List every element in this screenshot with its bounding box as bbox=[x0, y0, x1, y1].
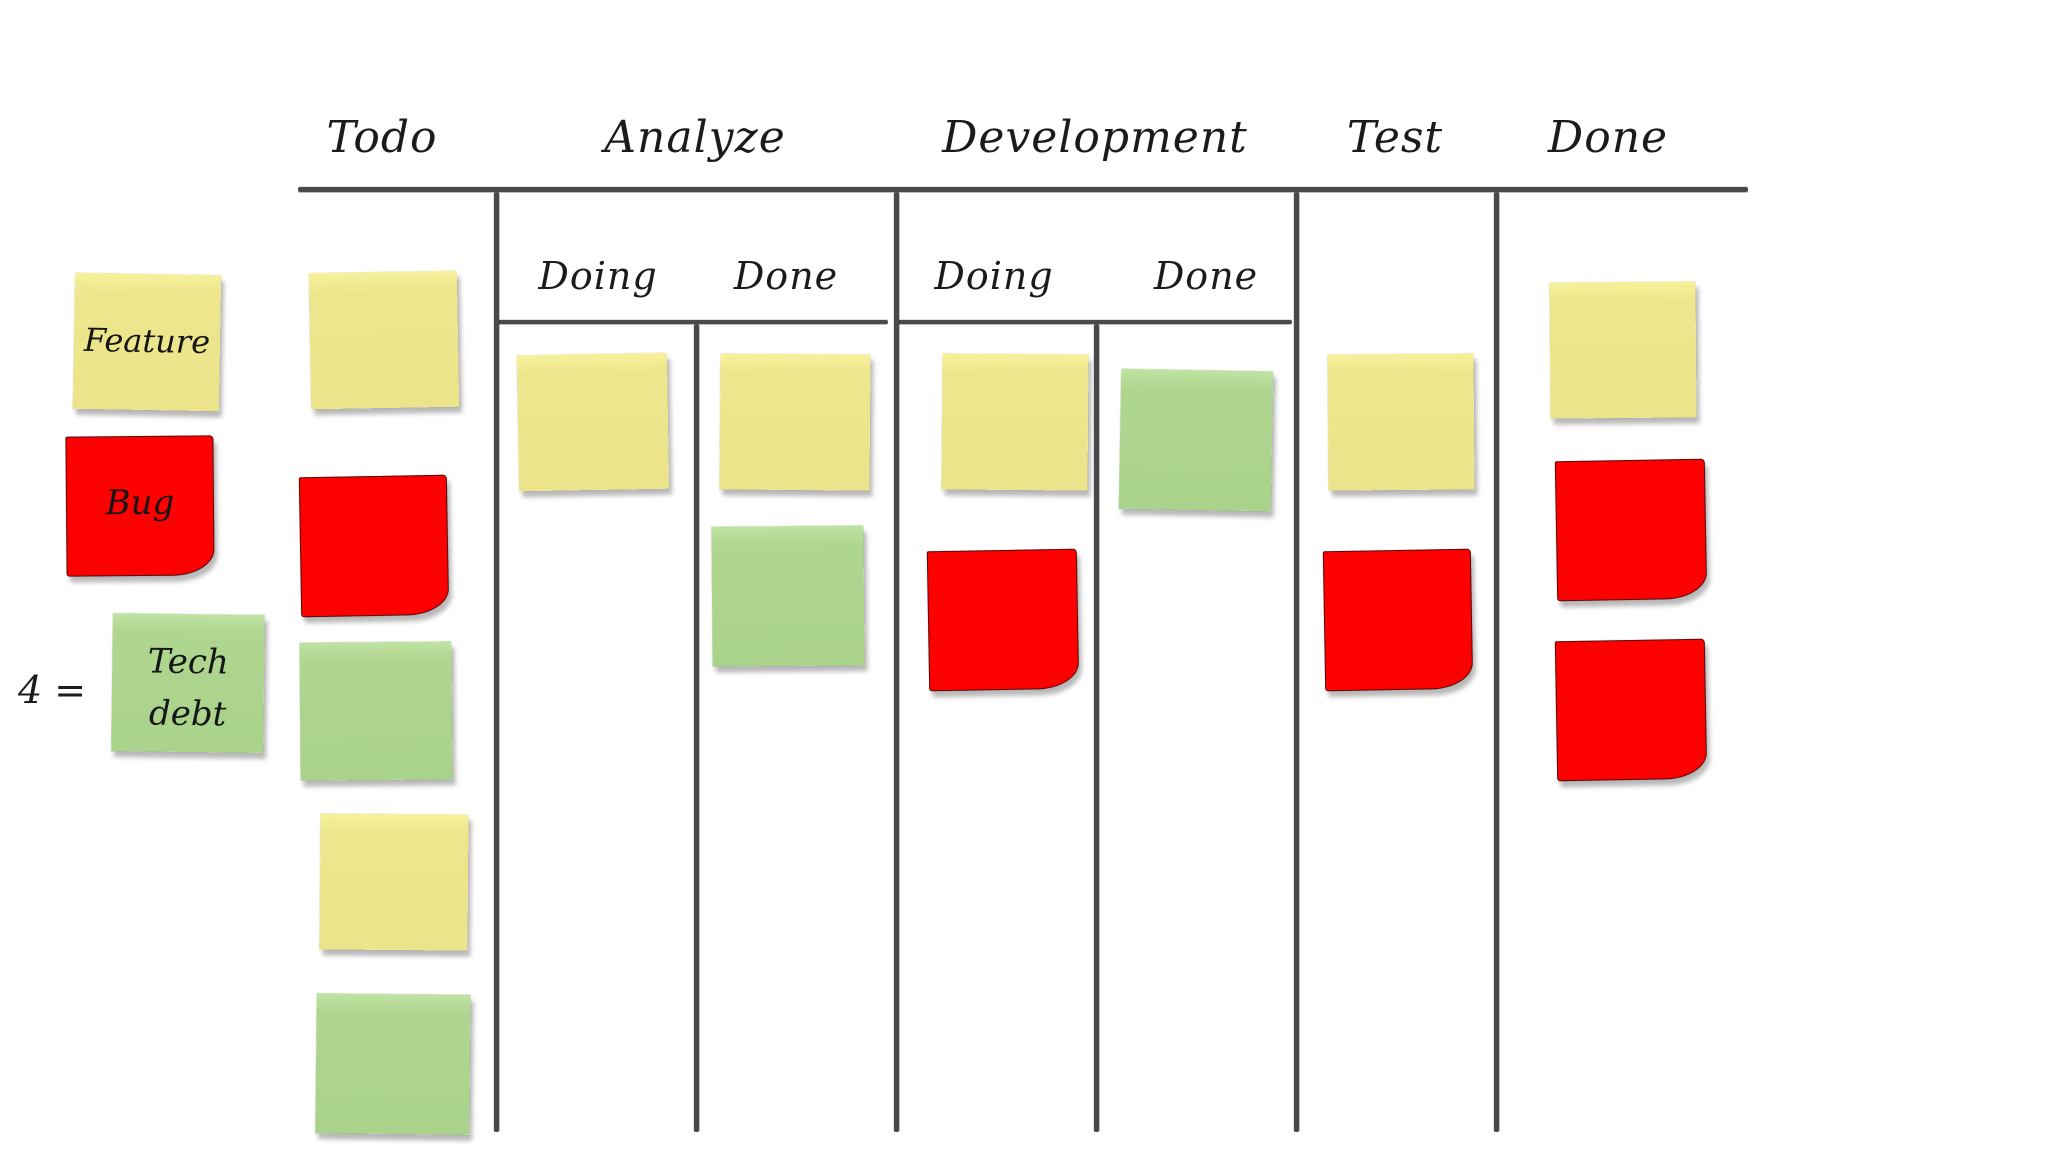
legend-tech-debt-card: Tech debt bbox=[111, 613, 265, 753]
column-divider-development-doing-done bbox=[1094, 324, 1099, 1132]
test-feature-card bbox=[1327, 353, 1475, 491]
todo-bug-card bbox=[298, 474, 450, 618]
todo-tech-debt-card bbox=[315, 993, 471, 1135]
column-title-done: Done bbox=[1547, 112, 1669, 163]
column-divider-development-test bbox=[1294, 192, 1299, 1132]
subcolumn-title-analyze-doing: Doing bbox=[538, 254, 658, 298]
todo-feature-card bbox=[319, 813, 469, 951]
column-divider-todo-analyze bbox=[494, 192, 499, 1132]
column-divider-analyze-development bbox=[894, 192, 899, 1132]
column-title-analyze: Analyze bbox=[604, 112, 786, 163]
subcolumn-title-analyze-done: Done bbox=[733, 254, 839, 298]
column-title-development: Development bbox=[942, 112, 1248, 163]
development-doing-bug-card bbox=[926, 548, 1080, 692]
todo-tech-debt-card bbox=[299, 641, 453, 781]
column-title-test: Test bbox=[1346, 112, 1444, 163]
todo-feature-card bbox=[308, 270, 460, 410]
legend-bug-label: Bug bbox=[105, 482, 175, 524]
legend-tech-debt-label-line1: Tech bbox=[147, 641, 230, 683]
legend-feature-label: Feature bbox=[83, 320, 211, 362]
analyze-subheader-line bbox=[496, 320, 888, 324]
done-feature-card bbox=[1549, 281, 1697, 419]
analyze-done-tech-debt-card bbox=[711, 525, 865, 667]
legend-tech-debt-label-line2: debt bbox=[148, 693, 227, 735]
development-subheader-line bbox=[896, 320, 1292, 324]
legend-bug-card: Bug bbox=[65, 435, 215, 577]
column-divider-analyze-doing-done bbox=[694, 324, 699, 1132]
legend-wip-limit-text: 4 = bbox=[18, 668, 87, 712]
done-bug-card bbox=[1554, 638, 1708, 782]
development-done-tech-debt-card bbox=[1118, 368, 1274, 512]
header-divider-line bbox=[298, 187, 1748, 192]
subcolumn-title-development-doing: Doing bbox=[934, 254, 1054, 298]
development-doing-feature-card bbox=[941, 353, 1089, 491]
analyze-done-feature-card bbox=[719, 353, 871, 491]
analyze-doing-feature-card bbox=[516, 352, 670, 492]
test-bug-card bbox=[1322, 548, 1474, 692]
column-title-todo: Todo bbox=[326, 112, 438, 163]
subcolumn-title-development-done: Done bbox=[1153, 254, 1259, 298]
legend-feature-card: Feature bbox=[72, 272, 222, 412]
done-bug-card bbox=[1554, 458, 1708, 602]
column-divider-test-done bbox=[1494, 192, 1499, 1132]
